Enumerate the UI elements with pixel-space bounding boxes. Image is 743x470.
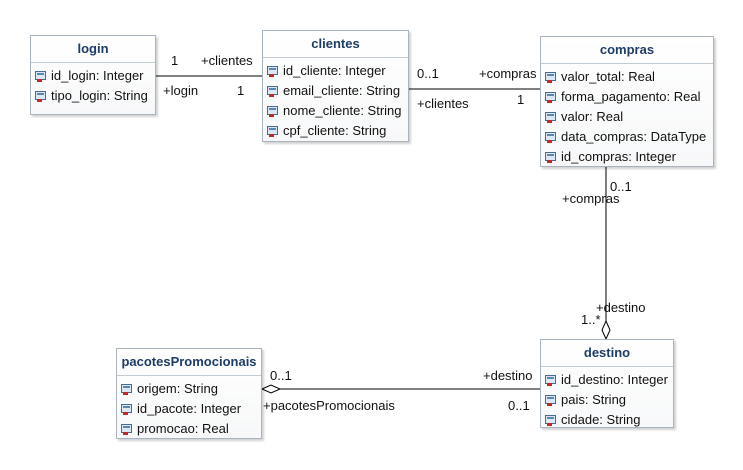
attribute-label: data_compras: DataType [561,129,707,144]
attribute-label: id_pacote: Integer [137,401,242,416]
class-title-login: login [31,36,155,63]
role-compras-side: +compras [562,191,620,206]
multiplicity-clientes-side: 0..1 [417,66,439,81]
attribute-label: email_cliente: String [283,83,401,98]
role-compras-end: +compras [479,66,537,81]
attribute-valor[interactable]: valor: Real [541,107,713,127]
attribute-email-cliente[interactable]: email_cliente: String [263,81,408,101]
attribute-icon [545,375,556,386]
role-pacotes-side: +pacotesPromocionais [263,398,395,413]
attribute-icon [545,395,556,406]
attribute-tipo-login[interactable]: tipo_login: String [31,86,155,106]
class-clientes[interactable]: clientes id_cliente: Integer email_clien… [262,30,409,142]
role-destino-end: +destino [596,300,646,315]
attribute-label: tipo_login: String [51,88,148,103]
attribute-label: pais: String [561,392,627,407]
class-title-compras: compras [541,37,713,64]
attribute-label: nome_cliente: String [283,103,402,118]
class-login[interactable]: login id_login: Integer tipo_login: Stri… [30,35,156,115]
aggregation-diamond-pacotes[interactable] [260,384,282,394]
attribute-label: id_compras: Integer [561,149,676,164]
attribute-label: valor_total: Real [561,69,655,84]
attribute-promocao[interactable]: promocao: Real [117,419,261,439]
role-clientes-side: +clientes [417,96,469,111]
attribute-label: valor: Real [561,109,624,124]
attribute-icon [35,71,46,82]
class-title-pacotes-promocionais: pacotesPromocionais [117,349,261,376]
attribute-label: id_destino: Integer [561,372,668,387]
attribute-icon [545,92,556,103]
attribute-icon [35,91,46,102]
role-clientes-end: +clientes [201,53,253,68]
attribute-valor-total[interactable]: valor_total: Real [541,67,713,87]
aggregation-diamond-destino[interactable] [601,319,611,341]
role-login-end: +login [163,83,199,98]
attribute-icon [121,424,132,435]
multiplicity-compras-side: 0..1 [610,179,632,194]
multiplicity-destino-side: 0..1 [508,398,530,413]
multiplicity-pacotes-side: 0..1 [270,368,292,383]
attribute-label: cpf_cliente: String [283,123,387,138]
attribute-id-cliente[interactable]: id_cliente: Integer [263,61,408,81]
class-compras[interactable]: compras valor_total: Real forma_pagament… [540,36,714,167]
attribute-icon [267,66,278,77]
role-destino-side: +destino [483,368,533,383]
class-title-destino: destino [541,340,673,367]
attribute-icon [267,86,278,97]
attribute-id-login[interactable]: id_login: Integer [31,66,155,86]
class-title-clientes: clientes [263,31,408,58]
attribute-origem[interactable]: origem: String [117,379,261,399]
attribute-icon [121,384,132,395]
attribute-cidade[interactable]: cidade: String [541,410,673,430]
class-pacotes-promocionais[interactable]: pacotesPromocionais origem: String id_pa… [116,348,262,439]
attribute-label: promocao: Real [137,421,229,436]
class-destino[interactable]: destino id_destino: Integer pais: String… [540,339,674,428]
attribute-id-pacote[interactable]: id_pacote: Integer [117,399,261,419]
attribute-id-compras[interactable]: id_compras: Integer [541,147,713,167]
attribute-icon [267,126,278,137]
attribute-icon [545,415,556,426]
attribute-forma-pagamento[interactable]: forma_pagamento: Real [541,87,713,107]
attribute-pais[interactable]: pais: String [541,390,673,410]
attribute-icon [545,112,556,123]
attribute-icon [121,404,132,415]
multiplicity-clientes-end: 1 [237,83,245,98]
attribute-icon [545,152,556,163]
attribute-label: origem: String [137,381,218,396]
attribute-nome-cliente[interactable]: nome_cliente: String [263,101,408,121]
multiplicity-destino-end: 1..* [581,312,601,327]
attribute-label: cidade: String [561,412,641,427]
attribute-label: id_login: Integer [51,68,144,83]
attribute-data-compras[interactable]: data_compras: DataType [541,127,713,147]
attribute-icon [267,106,278,117]
attribute-cpf-cliente[interactable]: cpf_cliente: String [263,121,408,141]
attribute-icon [545,132,556,143]
attribute-label: id_cliente: Integer [283,63,386,78]
multiplicity-compras-end: 1 [517,92,525,107]
multiplicity-login-end: 1 [171,53,179,68]
attribute-label: forma_pagamento: Real [561,89,701,104]
attribute-id-destino[interactable]: id_destino: Integer [541,370,673,390]
attribute-icon [545,72,556,83]
